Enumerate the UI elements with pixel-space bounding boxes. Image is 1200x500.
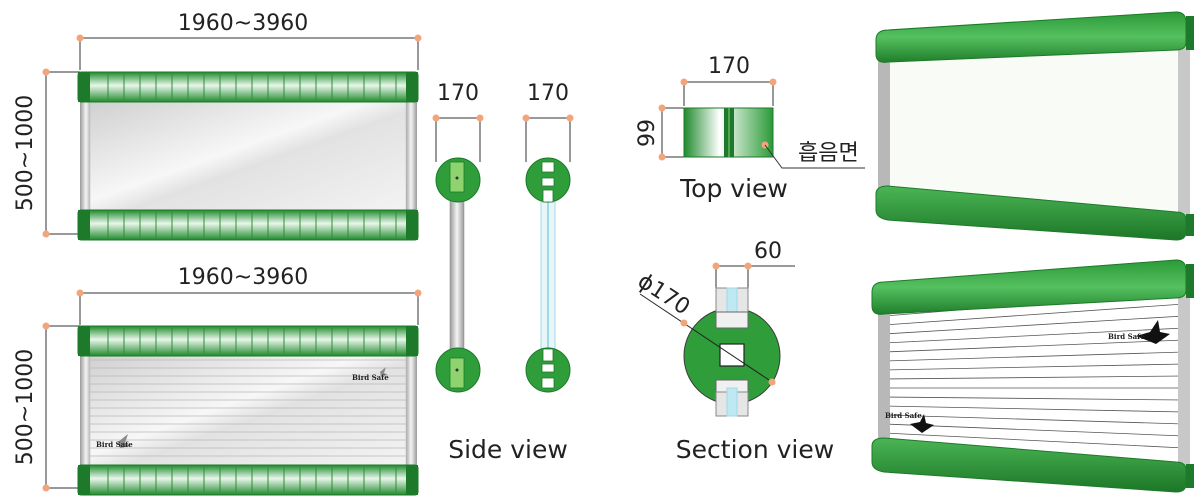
side-view-caption: Side view [448, 435, 568, 464]
right-post [1178, 275, 1190, 476]
dim-dot [414, 289, 422, 297]
section-view-caption: Section view [676, 435, 834, 464]
bird-icon [910, 414, 934, 433]
dim-dot [522, 114, 530, 122]
dim-dot [658, 104, 666, 112]
top-tube [77, 325, 419, 357]
dim-dot [42, 484, 50, 492]
dim-dot [680, 78, 688, 86]
dim-dot [414, 34, 422, 42]
diameter-label: ϕ170 [633, 269, 694, 321]
side-view-a: 170 [432, 81, 484, 393]
absorption-surface-label: 흡음면 [798, 141, 859, 166]
dim-dot [42, 68, 50, 76]
glass-stripes [90, 359, 406, 457]
width-dimension-label: 1960~3960 [178, 265, 308, 290]
section-view: 60 ϕ170 [633, 239, 795, 417]
right-post [405, 84, 417, 224]
left-post [878, 304, 890, 450]
perspective-view-plain [875, 11, 1194, 241]
dim-dot [680, 319, 688, 327]
tube-segments [107, 467, 397, 493]
bird-icon [380, 367, 388, 376]
dim-dot [658, 153, 666, 161]
dim-dot [42, 230, 50, 238]
brand-text: Bird Safe [885, 411, 922, 420]
width-dimension-label: 170 [527, 81, 569, 106]
dim-dot [768, 378, 776, 386]
width-dimension-label: 170 [437, 81, 479, 106]
bird-icon [118, 434, 131, 448]
dim-dot [76, 289, 84, 297]
bottom-tube [77, 209, 419, 241]
dim-dot [476, 114, 484, 122]
right-post [405, 340, 417, 470]
dim-dot [432, 114, 440, 122]
front-view-striped: 1960~3960 500~1000 Bird Safe Bird Safe [13, 265, 422, 496]
side-view-b: 170 [522, 81, 574, 393]
tube-segments [107, 74, 397, 100]
tube-segments [107, 328, 397, 354]
front-view-plain: 1960~3960 500~1000 [13, 11, 422, 241]
bottom-tube [77, 464, 419, 496]
perspective-view-striped: Bird Safe Bird Safe [871, 259, 1194, 493]
width-dimension-label: 1960~3960 [178, 11, 308, 36]
width-dimension-label: 170 [708, 54, 750, 79]
left-post [80, 84, 92, 224]
dim-dot [42, 322, 50, 330]
top-tube [77, 71, 419, 103]
dim-dot [744, 262, 752, 270]
depth-dimension-label: 99 [635, 119, 660, 147]
offset-dimension-label: 60 [754, 239, 782, 264]
right-post [1178, 27, 1190, 222]
brand-text: Bird Safe [352, 373, 389, 382]
brand-text: Bird Safe [96, 440, 133, 449]
glass-panel [89, 99, 407, 213]
top-view: 170 99 흡음면 [635, 54, 865, 169]
tube-segments [107, 212, 397, 238]
post-profile [449, 184, 465, 366]
brand-text: Bird Safe [1108, 332, 1145, 341]
dim-dot [769, 78, 777, 86]
left-post [878, 52, 890, 198]
dim-dot [76, 34, 84, 42]
glass-panel [89, 351, 407, 467]
left-post [80, 340, 92, 470]
dim-dot [712, 262, 720, 270]
bird-icon [1136, 320, 1170, 344]
top-view-caption: Top view [679, 174, 788, 203]
height-dimension-label: 500~1000 [13, 95, 38, 211]
height-dimension-label: 500~1000 [13, 349, 38, 465]
dim-dot [566, 114, 574, 122]
